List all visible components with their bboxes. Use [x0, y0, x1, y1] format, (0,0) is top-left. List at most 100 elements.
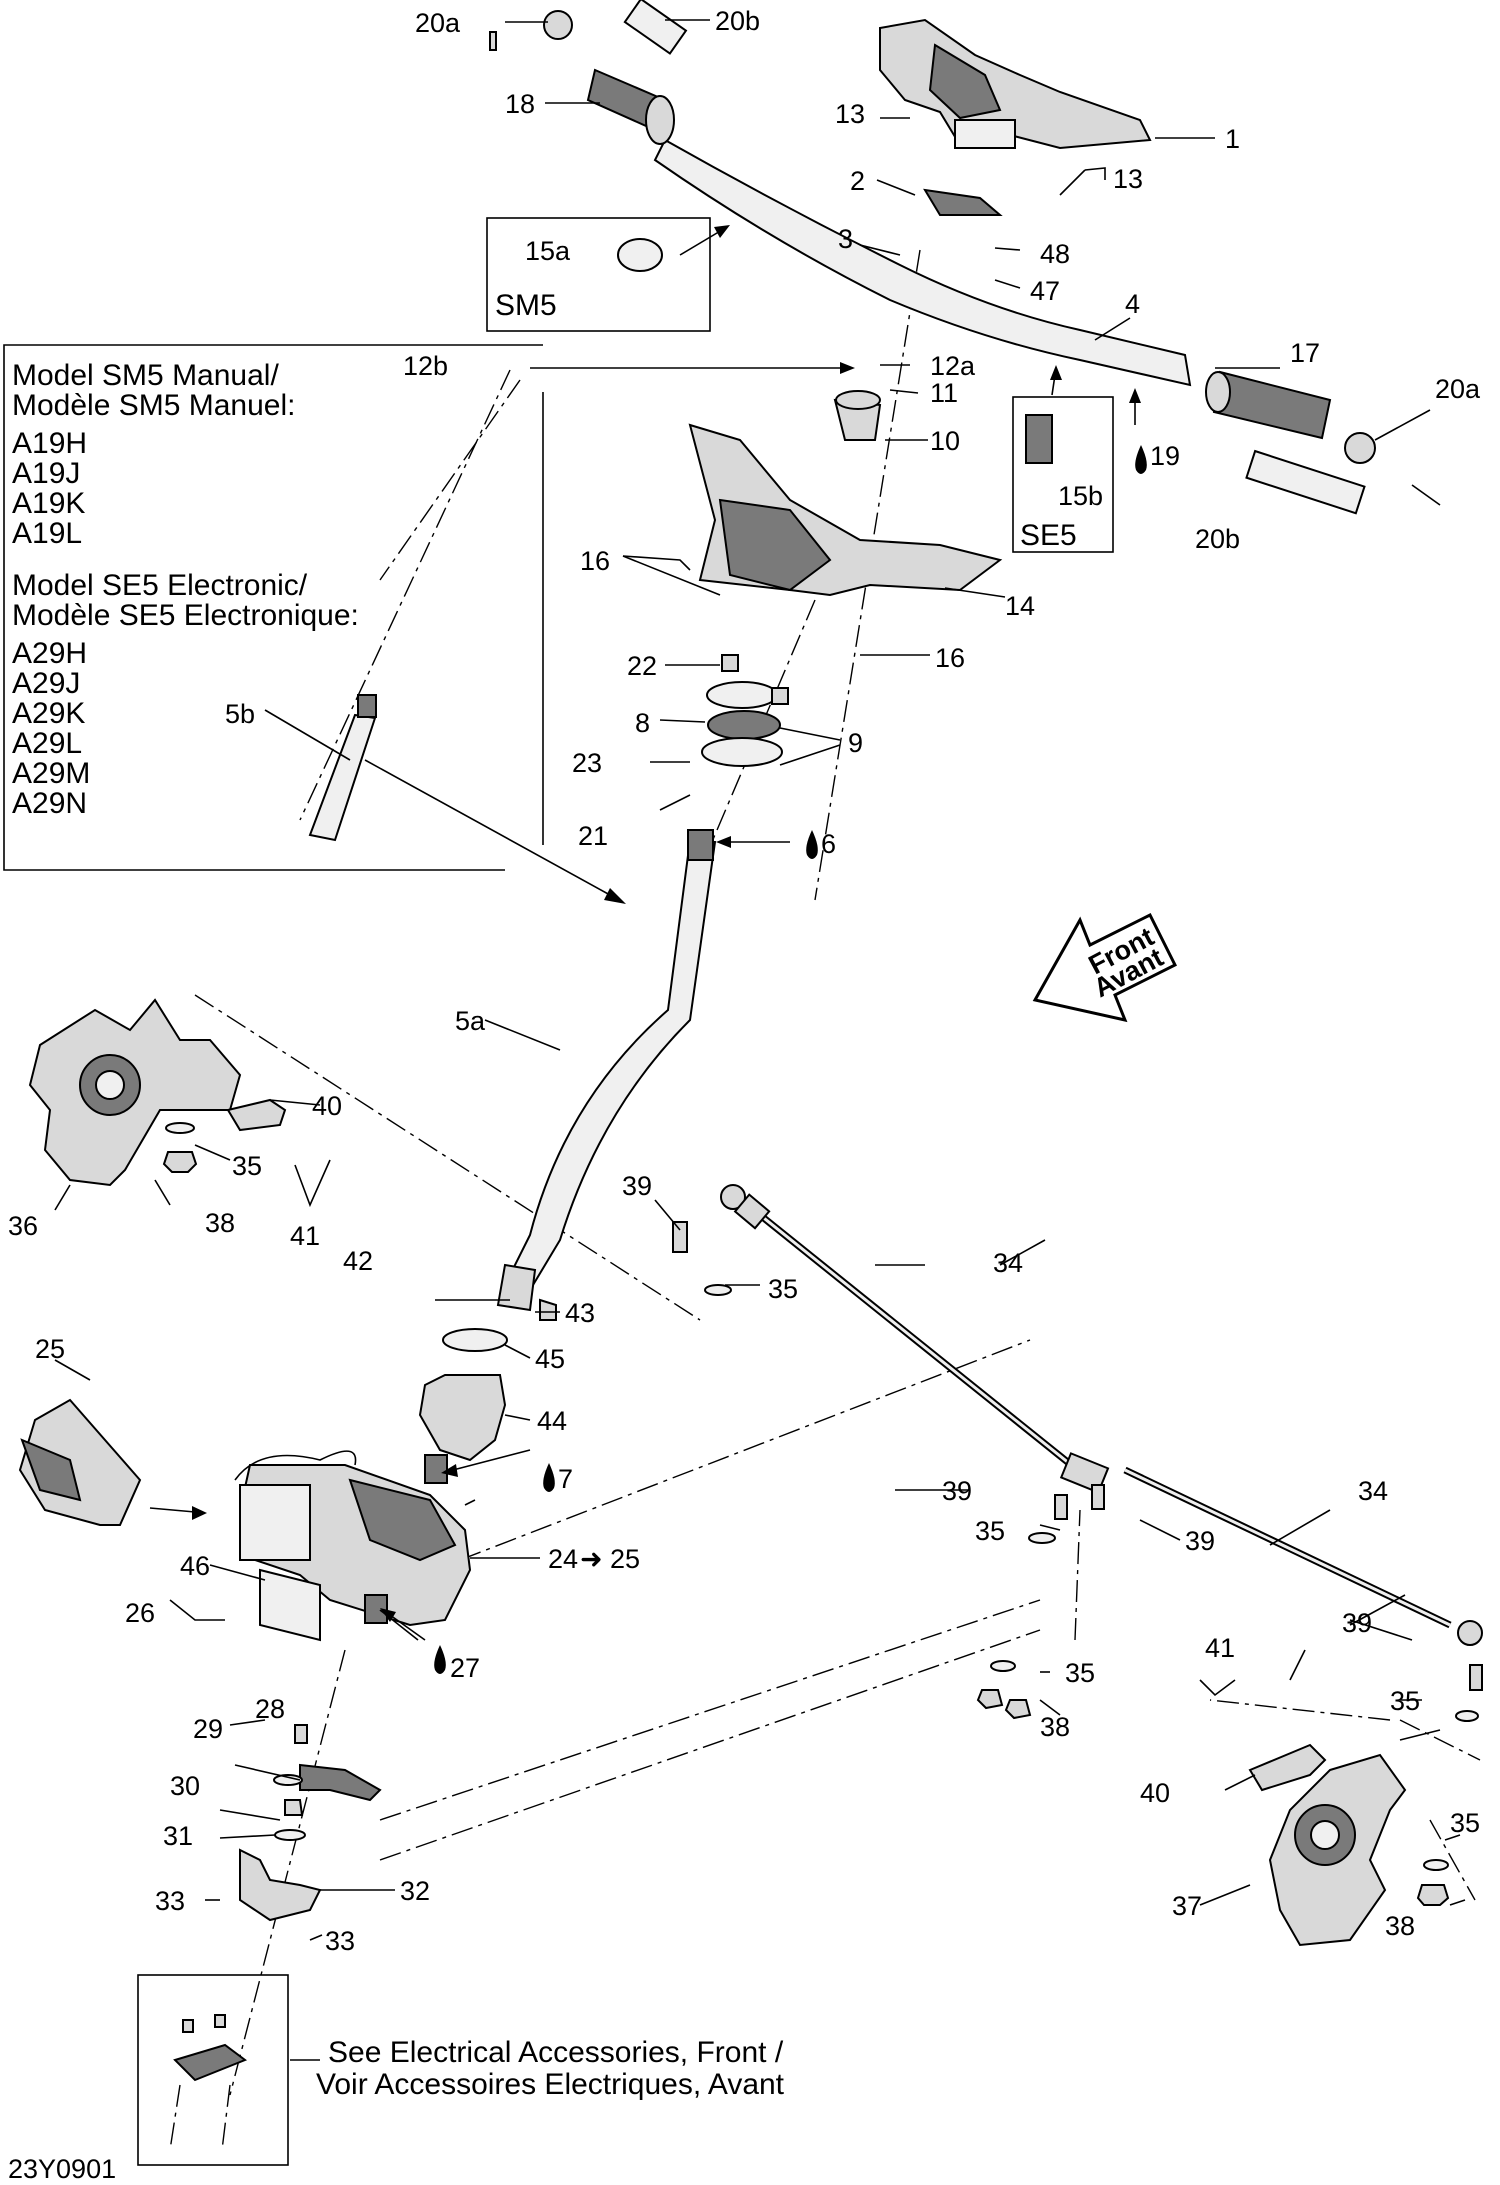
- callout-37: 37: [1172, 1891, 1202, 1921]
- callout-8: 8: [635, 708, 650, 738]
- callout-41: 41: [290, 1221, 320, 1251]
- bushing-15b: [1025, 414, 1053, 464]
- se5-model: A29M: [12, 757, 90, 790]
- callout-35: 35: [975, 1516, 1005, 1546]
- callout-23: 23: [572, 748, 602, 778]
- callout-20b: 20b: [1195, 524, 1240, 554]
- callout-39: 39: [1185, 1526, 1215, 1556]
- callout-13: 13: [1113, 164, 1143, 194]
- callout-31: 31: [163, 1821, 193, 1851]
- steering-boot: [418, 1374, 507, 1462]
- callout-18: 18: [505, 89, 535, 119]
- callout-24-target: 25: [610, 1544, 640, 1574]
- callout-34: 34: [1358, 1476, 1388, 1506]
- power-steering-unit: [234, 1450, 472, 1627]
- callout-12a: 12a: [930, 351, 976, 381]
- callout-41: 41: [1205, 1633, 1235, 1663]
- upper-bearing-set: [701, 654, 789, 767]
- callout-5a: 5a: [455, 1006, 486, 1036]
- callout-3: 3: [838, 224, 853, 254]
- callout-40: 40: [1140, 1778, 1170, 1808]
- callout-12b: 12b: [403, 351, 448, 381]
- right-arm: [1248, 1743, 1327, 1792]
- note-line-1: See Electrical Accessories, Front /: [328, 2036, 784, 2069]
- callout-34: 34: [993, 1248, 1023, 1278]
- grease-drop-icon: [806, 830, 818, 859]
- callout-9: 9: [848, 728, 863, 758]
- left-knuckle: [28, 998, 242, 1187]
- callout-47: 47: [1030, 276, 1060, 306]
- callout-39: 39: [1342, 1608, 1372, 1638]
- se5-frame: [1012, 396, 1114, 553]
- handlebar-clamp-cover: [879, 18, 1152, 150]
- callout-16: 16: [580, 546, 610, 576]
- assembly-lines: [194, 249, 1481, 2096]
- grease-drop-icon: [434, 1645, 446, 1674]
- right-knuckle: [1268, 1753, 1407, 1947]
- callout-11: 11: [930, 378, 958, 408]
- pitman-arm: [299, 1763, 382, 1802]
- se5-variant-label: SE5: [1020, 519, 1077, 552]
- mount-plate: [259, 1568, 321, 1642]
- front-direction-arrow: Front Avant: [1032, 912, 1178, 1023]
- sm5-frame: [486, 217, 711, 332]
- callout-6: 6: [821, 829, 836, 859]
- callout-15b: 15b: [1058, 481, 1103, 511]
- callout-14: 14: [1005, 591, 1035, 621]
- tie-rod-left: [720, 1184, 1093, 1483]
- callout-35: 35: [768, 1274, 798, 1304]
- callout-36: 36: [8, 1211, 38, 1241]
- callout-30: 30: [170, 1771, 200, 1801]
- callout-25: 25: [35, 1334, 65, 1364]
- callout-27: 27: [450, 1653, 480, 1683]
- callout-13: 13: [835, 99, 865, 129]
- callout-28: 28: [255, 1694, 285, 1724]
- lower-bracket: [239, 1848, 322, 1922]
- note-line-2: Voir Accessoires Electriques, Avant: [316, 2068, 785, 2101]
- callout-4: 4: [1125, 289, 1140, 319]
- callout-35: 35: [1390, 1686, 1420, 1716]
- sm5-variant-label: SM5: [495, 289, 557, 322]
- se5-model: A29J: [12, 667, 80, 700]
- callout-17: 17: [1290, 338, 1320, 368]
- callout-32: 32: [400, 1876, 430, 1906]
- grease-drop-icon: [1135, 445, 1147, 474]
- se5-model: A29L: [12, 727, 82, 760]
- grease-drop-icons: [434, 445, 1147, 1674]
- model-box: [3, 344, 544, 871]
- callout-35: 35: [1065, 1658, 1095, 1688]
- callout-40: 40: [312, 1091, 342, 1121]
- accessory-inset: [137, 1974, 289, 2166]
- se5-heading-fr: Modèle SE5 Electronique:: [12, 599, 359, 632]
- diagram-code: 23Y0901: [8, 2154, 116, 2184]
- sm5-heading-en: Model SM5 Manual/: [12, 359, 279, 392]
- column-clamp: [833, 390, 882, 441]
- sm5-model: A19J: [12, 457, 80, 490]
- se5-heading-en: Model SE5 Electronic/: [12, 569, 308, 602]
- callout-labels: 20a 20b 18 13 1 2 13 3 48 47 4 15a 12b 1…: [8, 6, 1481, 1956]
- callout-38: 38: [205, 1208, 235, 1238]
- callout-29: 29: [193, 1714, 223, 1744]
- callout-5b: 5b: [225, 699, 255, 729]
- pointer-arrows: [149, 225, 1141, 1641]
- sm5-model: A19K: [12, 487, 85, 520]
- callout-35: 35: [1450, 1808, 1480, 1838]
- left-arm: [226, 1098, 287, 1132]
- boot-clamp: [442, 1328, 508, 1352]
- callout-20b: 20b: [715, 6, 760, 36]
- callout-26: 26: [125, 1598, 155, 1628]
- lower-column-stub: [308, 694, 377, 842]
- callout-45: 45: [535, 1344, 565, 1374]
- callout-1: 1: [1225, 124, 1240, 154]
- right-grip: [1205, 370, 1332, 440]
- sm5-model: A19H: [12, 427, 87, 460]
- bar-ends: [543, 0, 1376, 515]
- left-grip: [586, 68, 675, 145]
- se5-model: A29N: [12, 787, 87, 820]
- model-list: Model SM5 Manual/ Modèle SM5 Manuel: A19…: [12, 359, 359, 820]
- fasteners: [162, 31, 1483, 1906]
- callout-21: 21: [578, 821, 608, 851]
- se5-model: A29H: [12, 637, 87, 670]
- sm5-model: A19L: [12, 517, 82, 550]
